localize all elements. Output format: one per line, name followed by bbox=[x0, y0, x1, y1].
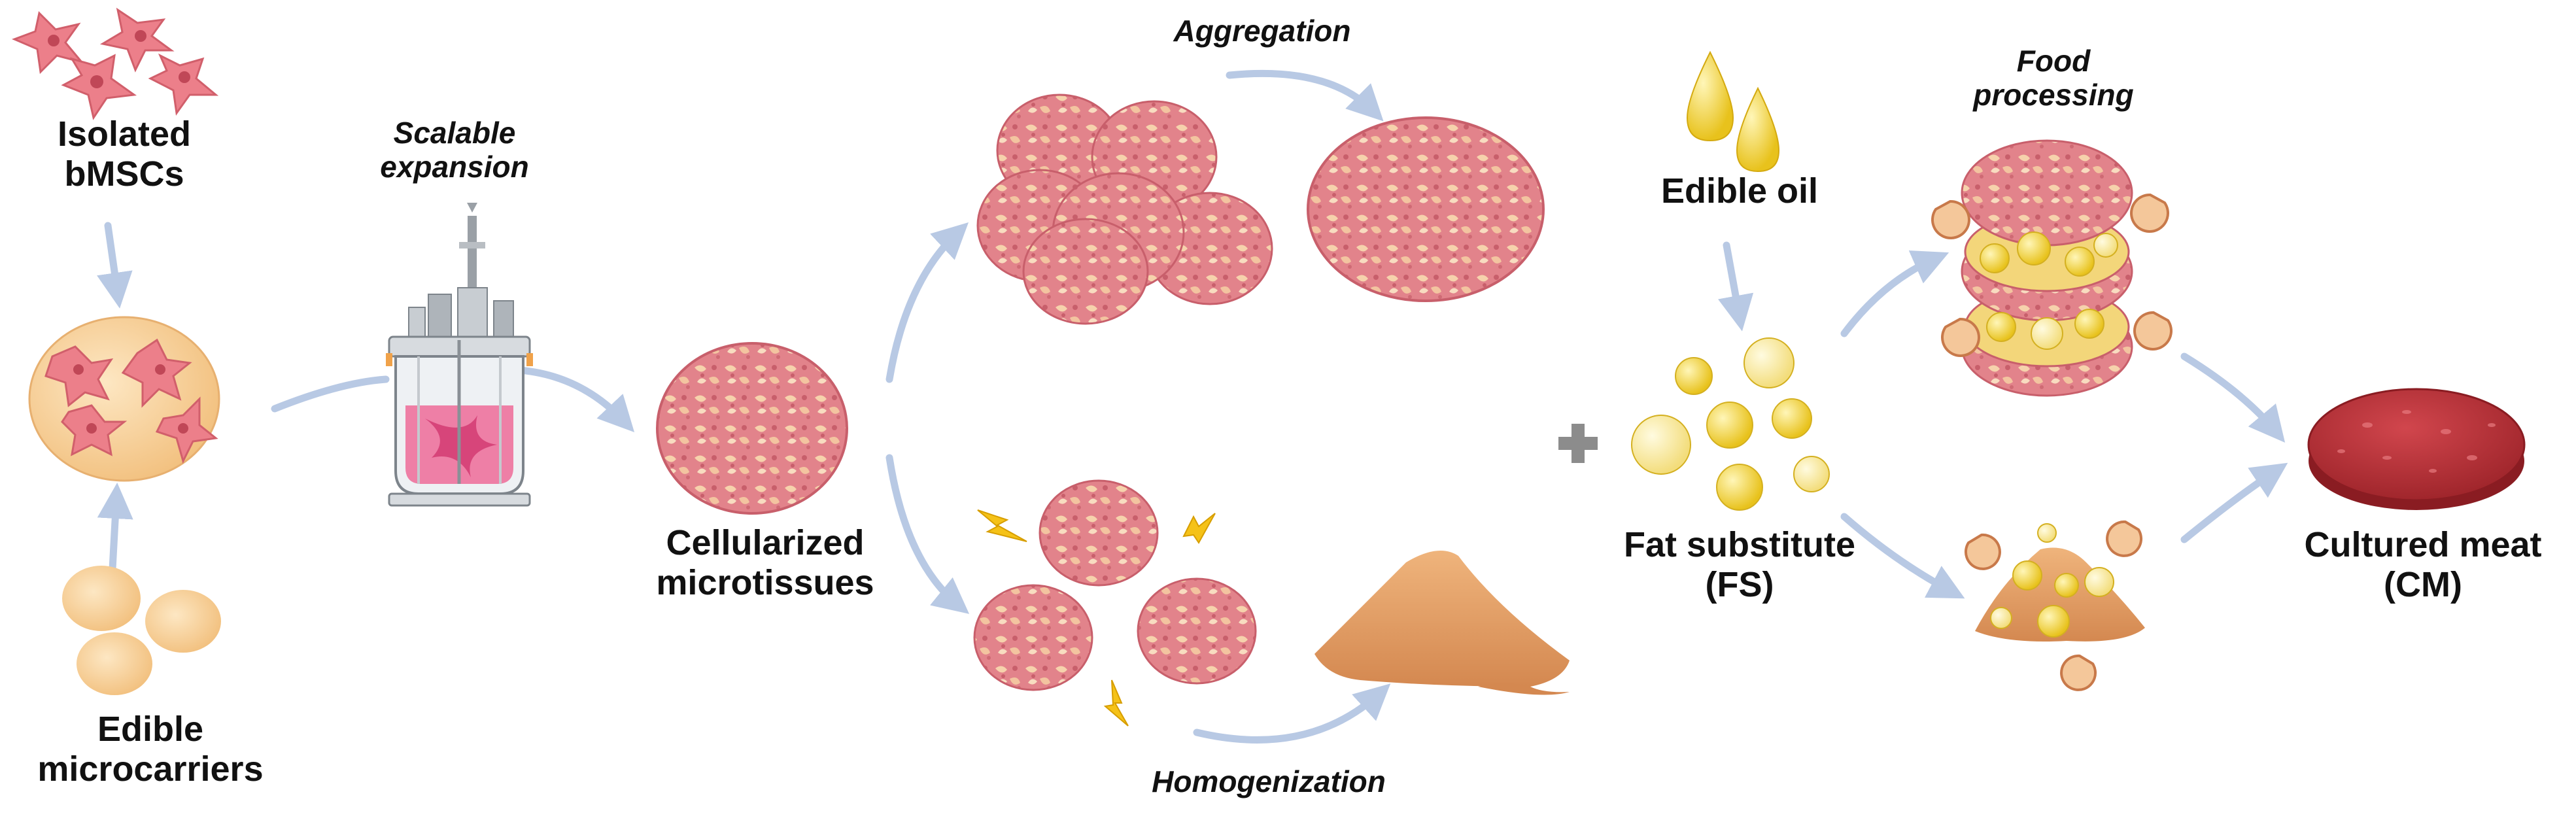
label-cellularized-microtissues: Cellularized microtissues bbox=[634, 523, 896, 603]
label-isolated-bmscs: Isolated bMSCs bbox=[26, 114, 222, 194]
label-edible-microcarriers: Edible microcarriers bbox=[26, 710, 275, 789]
label-food-processing: Food processing bbox=[1962, 44, 2145, 112]
arrow-homogenization bbox=[1197, 693, 1380, 740]
label-line: Edible oil bbox=[1628, 171, 1851, 211]
seeded-microcarrier bbox=[29, 317, 219, 481]
label-fat-substitute: Fat substitute (FS) bbox=[1609, 525, 1870, 605]
microtissue-cluster bbox=[978, 95, 1272, 324]
label-cultured-meat: Cultured meat (CM) bbox=[2292, 525, 2554, 605]
label-homogenization: Homogenization bbox=[1125, 765, 1413, 799]
label-line: Fat substitute bbox=[1609, 525, 1870, 565]
label-line: Cultured meat bbox=[2292, 525, 2554, 565]
label-line: expansion bbox=[360, 150, 549, 184]
arrow-powder-to-meat bbox=[2184, 471, 2276, 539]
arrow-microcarriers-to-carrier bbox=[112, 497, 116, 569]
arrow-to-aggregation bbox=[889, 232, 958, 379]
arrow-carrier-to-bioreactor bbox=[275, 379, 386, 409]
fat-substitute-beads bbox=[1632, 338, 1829, 510]
label-edible-oil: Edible oil bbox=[1628, 171, 1851, 211]
label-line: Cellularized bbox=[634, 523, 896, 563]
label-line: (FS) bbox=[1609, 565, 1870, 605]
label-line: bMSCs bbox=[26, 154, 222, 194]
label-line: Edible bbox=[26, 710, 275, 749]
label-line: processing bbox=[1962, 78, 2145, 112]
label-scalable-expansion: Scalable expansion bbox=[360, 116, 549, 184]
arrow-patty-to-meat bbox=[2184, 356, 2276, 432]
label-line: (CM) bbox=[2292, 565, 2554, 605]
arrow-to-homogenization bbox=[889, 458, 958, 605]
edible-microcarrier-beads bbox=[62, 566, 221, 695]
arrow-fs-to-patty bbox=[1844, 258, 1936, 334]
cultured-meat-patty bbox=[2309, 389, 2524, 510]
microtissue-illustration bbox=[657, 343, 847, 513]
oil-drops-icon bbox=[1687, 52, 1779, 171]
label-line: Aggregation bbox=[1138, 14, 1386, 48]
label-line: Food bbox=[1962, 44, 2145, 78]
bioreactor-icon bbox=[386, 203, 533, 505]
label-line: Scalable bbox=[360, 116, 549, 150]
bmsc-cells-illustration bbox=[14, 10, 216, 118]
arrow-oil-to-fs bbox=[1726, 245, 1740, 317]
arrow-cells-to-carrier bbox=[108, 226, 118, 294]
plus-icon bbox=[1558, 424, 1598, 463]
aggregated-tissue bbox=[1308, 118, 1543, 301]
tissue-powder-pile bbox=[1314, 551, 1570, 695]
label-line: Homogenization bbox=[1125, 765, 1413, 799]
label-line: Isolated bbox=[26, 114, 222, 154]
label-aggregation: Aggregation bbox=[1138, 14, 1386, 48]
label-line: microtissues bbox=[634, 563, 896, 603]
label-line: microcarriers bbox=[26, 749, 275, 789]
separate-microtissues bbox=[974, 481, 1256, 690]
arrow-aggregation bbox=[1229, 73, 1373, 111]
